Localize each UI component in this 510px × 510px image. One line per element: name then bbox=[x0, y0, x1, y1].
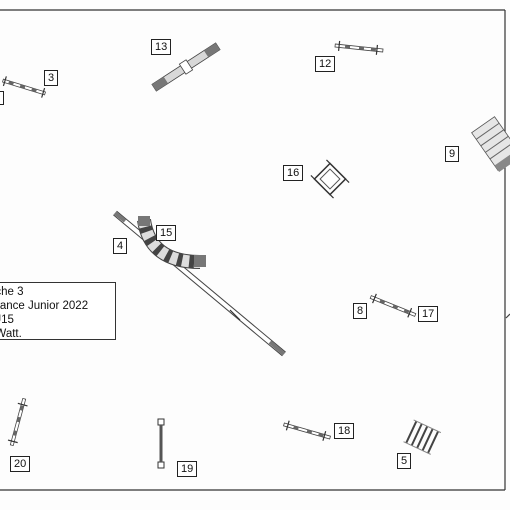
label-18: 18 bbox=[334, 423, 355, 439]
obstacle-9 bbox=[471, 116, 510, 173]
label-cropped bbox=[0, 91, 4, 105]
obstacle-13 bbox=[151, 42, 221, 92]
edge-mark bbox=[505, 313, 510, 319]
info-line-1: nche 3 bbox=[0, 286, 24, 298]
label-3: 3 bbox=[44, 70, 59, 86]
label-17: 17 bbox=[418, 306, 439, 322]
info-line-4: . Watt. bbox=[0, 328, 22, 340]
obstacle-19 bbox=[157, 418, 165, 469]
obstacle-18 bbox=[283, 420, 331, 441]
label-5: 5 bbox=[397, 453, 412, 469]
label-8: 8 bbox=[353, 303, 368, 319]
obstacle-3 bbox=[2, 76, 46, 98]
label-13: 13 bbox=[151, 39, 172, 55]
obstacle-8-17 bbox=[369, 293, 417, 318]
obstacle-15 bbox=[137, 216, 206, 269]
label-16: 16 bbox=[283, 165, 304, 181]
label-12: 12 bbox=[315, 56, 336, 72]
obstacle-16 bbox=[310, 159, 350, 199]
label-9: 9 bbox=[445, 146, 460, 162]
label-19: 19 bbox=[177, 461, 198, 477]
obstacle-5 bbox=[403, 419, 442, 455]
label-15: 15 bbox=[156, 225, 177, 241]
obstacle-20 bbox=[7, 397, 28, 447]
course-info-box: nche 3 France Junior 2022 -U15 . Watt. bbox=[0, 282, 116, 340]
obstacle-12 bbox=[334, 40, 384, 55]
label-20: 20 bbox=[10, 456, 31, 472]
label-4: 4 bbox=[113, 238, 128, 254]
info-line-2: France Junior 2022 bbox=[0, 300, 89, 312]
info-line-3: -U15 bbox=[0, 314, 14, 326]
